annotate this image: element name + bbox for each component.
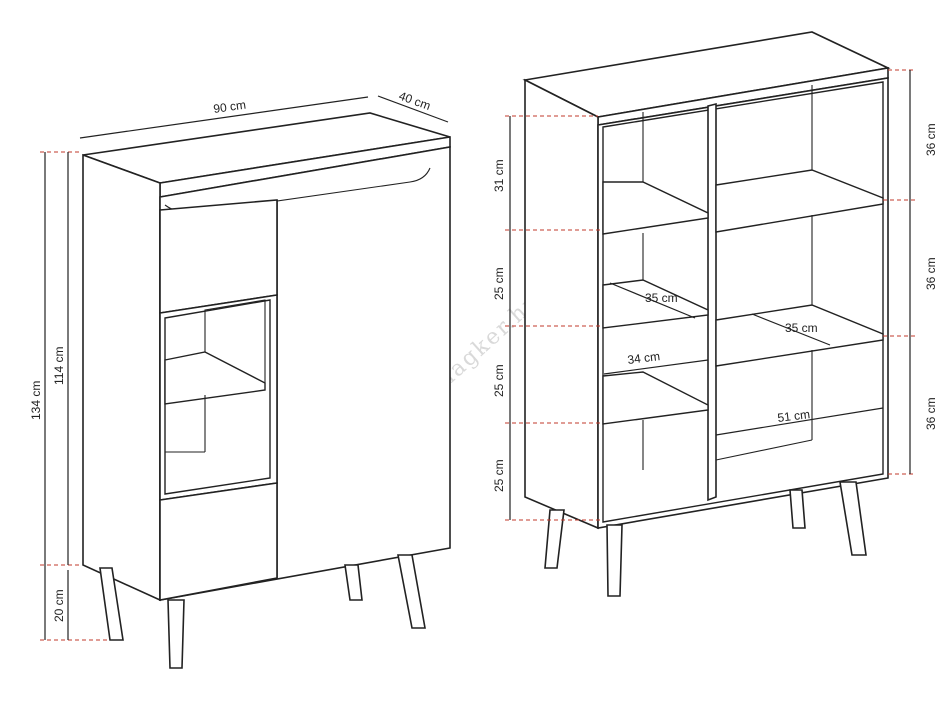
left-shelf-1 — [602, 181, 709, 235]
right-leg-back-right — [789, 489, 806, 529]
compartment-height-4: 25 cm — [492, 459, 506, 492]
left-side-panel — [82, 153, 161, 602]
total-height-label: 134 cm — [29, 381, 43, 420]
right-left-dimensions: 31 cm 25 cm 25 cm 25 cm — [492, 115, 603, 521]
width-dimension-line — [79, 96, 369, 139]
compartment-height-1: 31 cm — [492, 159, 506, 192]
left-dimensions: 90 cm 40 cm 134 cm 114 cm 20 cm — [29, 89, 449, 641]
right-shelf-depth-line — [751, 313, 831, 346]
right-inner-width-line — [715, 407, 884, 436]
depth-dimension-line — [377, 95, 449, 123]
right-bottom-edge — [715, 439, 813, 461]
right-side-panel — [524, 78, 599, 530]
right-leg-back-left — [544, 509, 565, 569]
compartment-height-2: 25 cm — [492, 267, 506, 300]
right-leg-front-left — [606, 524, 623, 597]
right-compartment-height-1: 36 cm — [924, 123, 938, 156]
leg-height-label: 20 cm — [52, 589, 66, 622]
right-compartment-height-2: 36 cm — [924, 257, 938, 290]
right-shelf-depth-label: 35 cm — [785, 321, 818, 335]
left-inner-width-label: 34 cm — [627, 349, 661, 367]
left-leg-back — [99, 567, 124, 641]
left-leg-front-right — [397, 554, 426, 629]
left-cabinet — [82, 112, 451, 669]
left-shelf-depth-line — [609, 282, 696, 319]
right-inner-width-label: 51 cm — [777, 407, 811, 425]
right-compartment-height-3: 36 cm — [924, 397, 938, 430]
left-shelf-depth-label: 35 cm — [645, 291, 678, 305]
left-leg-back-right — [344, 564, 363, 601]
body-height-label: 114 cm — [52, 347, 66, 385]
left-shelf-3 — [602, 371, 709, 425]
display-shelf — [164, 351, 266, 405]
width-label: 90 cm — [212, 98, 246, 116]
right-shelf-1 — [715, 169, 884, 233]
center-divider — [707, 102, 717, 502]
lower-drawer-front — [159, 482, 278, 601]
left-inner-width-line — [603, 359, 709, 375]
upper-drawer-front — [159, 199, 278, 314]
compartment-height-3: 25 cm — [492, 364, 506, 397]
right-leg-front-right — [839, 481, 867, 556]
left-leg-front — [167, 599, 185, 669]
inner-dimensions: 35 cm 35 cm 34 cm 51 cm — [603, 282, 884, 436]
right-right-dimensions: 36 cm 36 cm 36 cm — [883, 69, 938, 475]
right-cabinet — [522, 31, 891, 597]
